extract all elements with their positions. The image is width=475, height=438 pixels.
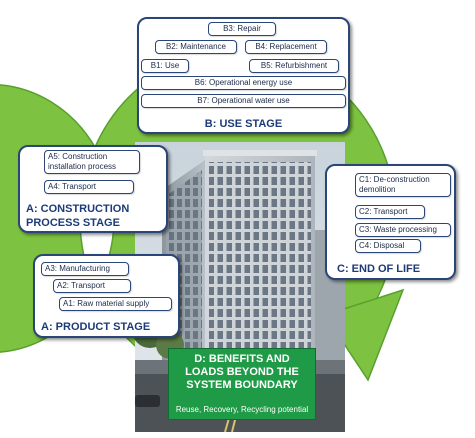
a4-transport: A4: Transport (44, 180, 134, 194)
b2-maintenance: B2: Maintenance (155, 40, 237, 54)
construction-stage-title-line1: A: CONSTRUCTION (26, 203, 130, 215)
a5-line1: A5: Construction (48, 152, 108, 161)
beyond-boundary-title-line1: D: BENEFITS AND (194, 353, 290, 365)
b5-refurbishment: B5: Refurbishment (249, 59, 339, 73)
b6-operational-energy: B6: Operational energy use (141, 76, 346, 90)
c1-line1: C1: De-construction (359, 175, 430, 184)
use-stage-panel: B3: Repair B2: Maintenance B4: Replaceme… (137, 17, 350, 134)
b4-replacement: B4: Replacement (245, 40, 327, 54)
end-of-life-panel: C1: De-construction demolition C2: Trans… (325, 164, 456, 280)
end-of-life-title: C: END OF LIFE (337, 263, 421, 275)
a5-line2: installation process (48, 162, 117, 171)
beyond-boundary-subtitle: Reuse, Recovery, Recycling potential (175, 405, 309, 414)
b3-repair: B3: Repair (208, 22, 276, 36)
construction-stage-title-line2: PROCESS STAGE (26, 217, 120, 229)
c1-deconstruction-demolition: C1: De-construction demolition (355, 173, 451, 197)
c3-waste-processing: C3: Waste processing (355, 223, 451, 237)
b1-use: B1: Use (141, 59, 189, 73)
b7-operational-water: B7: Operational water use (141, 94, 346, 108)
use-stage-title: B: USE STAGE (204, 118, 283, 130)
beyond-boundary-title-line2: LOADS BEYOND THE (185, 366, 299, 378)
construction-stage-panel: A5: Construction installation process A4… (18, 145, 168, 233)
a2-transport: A2: Transport (53, 279, 131, 293)
c4-disposal: C4: Disposal (355, 239, 421, 253)
product-stage-panel: A3: Manufacturing A2: Transport A1: Raw … (33, 254, 180, 338)
beyond-boundary-box: D: BENEFITS AND LOADS BEYOND THE SYSTEM … (168, 348, 316, 420)
a3-manufacturing: A3: Manufacturing (41, 262, 129, 276)
a1-raw-material-supply: A1: Raw material supply (59, 297, 172, 311)
product-stage-title: A: PRODUCT STAGE (41, 321, 151, 333)
c2-transport: C2: Transport (355, 205, 425, 219)
beyond-boundary-title-line3: SYSTEM BOUNDARY (186, 379, 298, 391)
c1-line2: demolition (359, 185, 396, 194)
a5-construction-installation: A5: Construction installation process (44, 150, 140, 174)
